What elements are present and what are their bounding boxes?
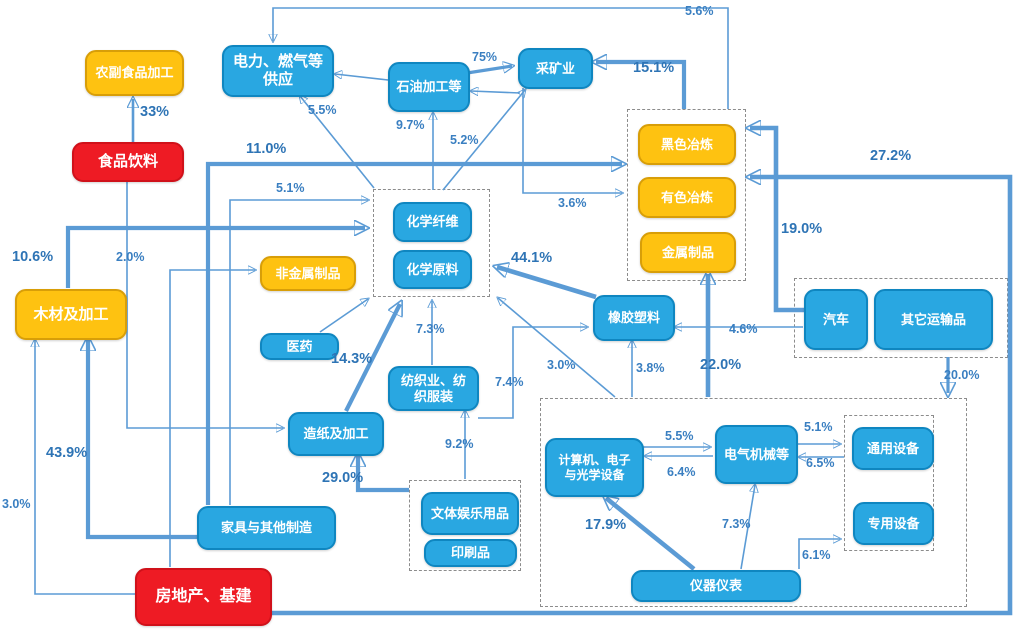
flow-mining-to-petro [471, 91, 521, 93]
pct-metallurgy-power: 5.6% [685, 4, 714, 18]
flow-furniture-to-ferrous [205, 164, 622, 505]
node-automobile: 汽车 [804, 289, 868, 350]
pct-furniture-chemfiber: 5.1% [276, 181, 305, 195]
node-mining: 采矿业 [518, 48, 593, 89]
pct-textile-chemmaterials: 7.3% [416, 322, 445, 336]
group-metallurgy [627, 109, 746, 281]
flow-petro-to-power [335, 74, 389, 81]
node-power-gas-supply: 电力、燃气等 供应 [222, 45, 334, 97]
flow-paper-to-chemmaterials [344, 304, 400, 412]
flow-mining-to-nonferrous [522, 88, 622, 193]
node-metal-products: 金属制品 [640, 232, 736, 273]
flow-pharma-to-chemicals [319, 299, 368, 333]
flow-realestate-to-wood [35, 340, 135, 595]
pct-food-paper: 2.0% [116, 250, 145, 264]
pct-computer-electrical: 5.5% [665, 429, 694, 443]
node-computer-electronics-optics: 计算机、电子 与光学设备 [545, 438, 644, 497]
pct-realestate-wood: 3.0% [2, 497, 31, 511]
node-culture-entertainment-goods: 文体娱乐用品 [421, 492, 519, 535]
flow-furniture-to-chemfiber [229, 200, 368, 505]
group-culture-printing [409, 480, 521, 571]
group-equipment-inner [844, 415, 934, 551]
flow-instruments-to-computer [606, 498, 696, 571]
pct-textile-rubber: 7.4% [495, 375, 524, 389]
node-nonmetal-products: 非金属制品 [260, 256, 356, 291]
node-real-estate-infrastructure: 房地产、基建 [135, 568, 272, 626]
node-textile-apparel: 纺织业、纺 织服装 [388, 366, 479, 411]
flow-chemfiber-to-mining [442, 90, 525, 191]
pct-general-electrical: 6.5% [806, 456, 835, 470]
node-other-transport-equipment: 其它运输品 [874, 289, 993, 350]
node-paper-processing: 造纸及加工 [288, 412, 384, 456]
pct-auto-rubber: 4.6% [729, 322, 758, 336]
node-general-equipment: 通用设备 [852, 427, 934, 470]
flow-rubber-to-chemmaterials [497, 267, 597, 300]
pct-instruments-electrical: 7.3% [722, 517, 751, 531]
node-food-beverage: 食品饮料 [72, 142, 184, 182]
group-chemicals [373, 189, 490, 297]
pct-machinery-metalproducts: 22.0% [700, 357, 742, 373]
flow-metallurgy-to-mining [596, 62, 687, 109]
flow-furniture-to-wood [88, 340, 197, 540]
pct-culture-paper: 29.0% [322, 470, 364, 486]
flow-instruments-to-special [798, 539, 840, 569]
node-furniture-other-mfg: 家具与其他制造 [197, 506, 336, 550]
node-rubber-plastics: 橡胶塑料 [593, 295, 675, 341]
node-wood-processing: 木材及加工 [15, 289, 127, 340]
pct-machinery-chemmaterials: 3.0% [547, 358, 576, 372]
node-pharmaceuticals: 医药 [260, 333, 339, 360]
flow-petro-to-mining [466, 66, 512, 75]
flow-textile-to-rubber [478, 327, 587, 419]
flow-metallurgy-to-power [273, 7, 729, 109]
node-printed-matter: 印刷品 [424, 539, 517, 567]
flow-instruments-to-electrical [740, 485, 755, 570]
pct-instruments-special: 6.1% [802, 548, 831, 562]
pct-electrical-computer: 6.4% [667, 465, 696, 479]
pct-chemfiber-power: 5.5% [308, 103, 337, 117]
pct-auto-metallurgy: 19.0% [781, 221, 823, 237]
node-electrical-machinery: 电气机械等 [715, 425, 798, 484]
pct-transport-machinery: 20.0% [944, 368, 980, 382]
node-instruments-meters: 仪器仪表 [631, 570, 801, 602]
pct-furniture-ferrous: 11.0% [246, 141, 287, 157]
pct-instruments-computer: 17.9% [585, 517, 627, 533]
pct-furniture-wood: 43.9% [46, 445, 88, 461]
node-nonferrous-smelting: 有色冶炼 [638, 177, 736, 218]
pct-chemfiber-mining: 5.2% [450, 133, 479, 147]
pct-rubber-chemmaterials: 44.1% [511, 250, 553, 266]
node-special-equipment: 专用设备 [853, 502, 934, 545]
pct-chemfiber-petro: 9.7% [396, 118, 425, 132]
pct-food-agrifood: 33% [140, 104, 170, 120]
pct-mining-nonferrous: 3.6% [558, 196, 587, 210]
pct-electrical-general: 5.1% [804, 420, 833, 434]
pct-metallurgy-mining: 15.1% [633, 60, 675, 76]
flow-food-to-paper [126, 179, 283, 428]
flow-machinery-to-chemmaterials [498, 298, 616, 398]
node-petroleum-processing: 石油加工等 [388, 62, 470, 112]
group-transport-equipment [794, 278, 1008, 358]
flow-culture-to-paper [358, 456, 409, 493]
node-chemical-fiber: 化学纤维 [393, 202, 472, 242]
flow-realestate-to-nonmetal [169, 270, 255, 567]
pct-petro-mining: 75% [472, 50, 498, 64]
pct-realestate-nonferrous: 27.2% [870, 148, 912, 164]
node-chemical-materials: 化学原料 [393, 250, 472, 289]
node-ferrous-smelting: 黑色冶炼 [638, 124, 736, 165]
pct-culture-textile: 9.2% [445, 437, 474, 451]
node-agri-food-processing: 农副食品加工 [85, 50, 184, 96]
flow-realestate-to-nonferrous [267, 177, 1013, 616]
group-machinery [540, 398, 967, 607]
flow-auto-to-metallurgy [750, 128, 804, 313]
flow-chemfiber-to-power [300, 96, 375, 189]
flow-wood-to-chemfiber [65, 228, 365, 288]
pct-paper-chemmaterials: 14.3% [331, 351, 373, 367]
pct-machinery-rubber: 3.8% [636, 361, 665, 375]
pct-wood-chemfiber: 10.6% [12, 249, 54, 265]
